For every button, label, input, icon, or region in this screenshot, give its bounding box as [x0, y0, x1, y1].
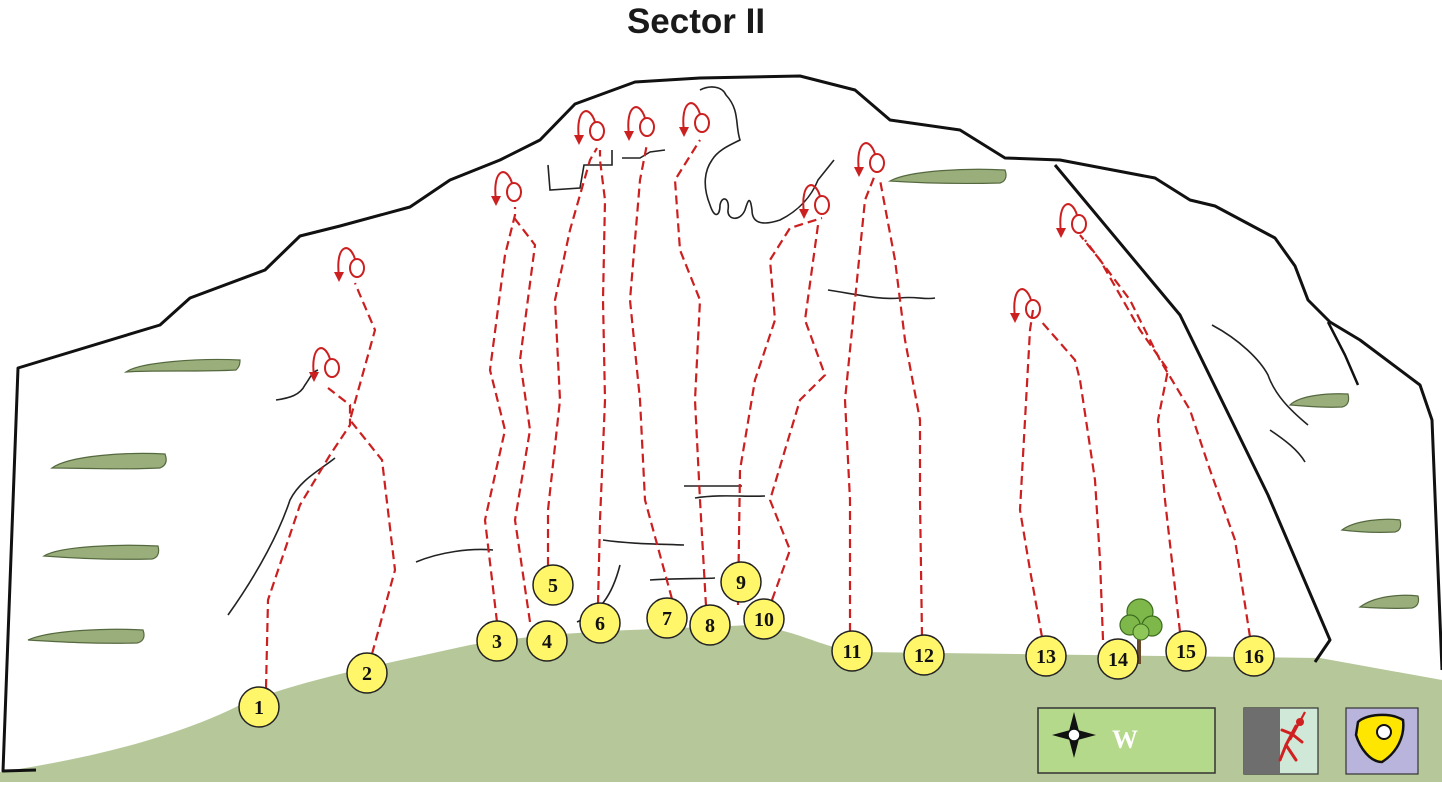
rock-cracks	[227, 86, 1309, 623]
climber-rappel-icon	[1243, 707, 1319, 775]
route-badge-16: 16	[1233, 635, 1275, 677]
lower-off-anchor-icon	[574, 110, 605, 145]
route-badge-1: 1	[238, 686, 280, 728]
route-number: 16	[1244, 646, 1264, 668]
route-line-16	[1084, 239, 1252, 638]
route-line-8	[673, 139, 708, 607]
route-badge-circle	[526, 620, 568, 662]
lower-off-anchor-icon	[1010, 288, 1041, 323]
route-line-5	[546, 147, 598, 566]
route-badge-14: 14	[1097, 638, 1139, 680]
route-line-6	[596, 150, 607, 605]
route-number: 11	[843, 641, 862, 663]
route-badge-7: 7	[646, 597, 688, 639]
route-badge-13: 13	[1025, 635, 1067, 677]
route-badge-circle	[238, 686, 280, 728]
lower-off-anchor-icon	[491, 171, 522, 206]
route-line-11	[843, 174, 877, 632]
route-number: 8	[705, 615, 715, 637]
lower-off-anchor-icon	[1056, 203, 1087, 238]
route-badge-circle	[646, 597, 688, 639]
route-badge-10: 10	[743, 598, 785, 640]
orientation-legend: W	[1037, 707, 1216, 774]
route-number: 10	[754, 609, 774, 631]
route-badge-11: 11	[831, 630, 873, 672]
route-badge-4: 4	[526, 620, 568, 662]
route-line-7	[628, 143, 674, 600]
lower-off-anchor-icon	[854, 142, 885, 177]
route-badge-8: 8	[689, 604, 731, 646]
lower-off-anchor-icon	[679, 102, 710, 137]
route-number: 3	[492, 631, 502, 653]
rock-edge-right	[1326, 321, 1360, 386]
route-line-14	[1039, 319, 1105, 641]
route-badge-circle	[720, 561, 762, 603]
tree-icon	[1119, 598, 1163, 664]
route-line-3	[483, 207, 517, 623]
route-badge-circle	[743, 598, 785, 640]
route-badge-circle	[476, 620, 518, 662]
compass-rose-icon	[1052, 712, 1096, 758]
route-line-1	[264, 387, 352, 689]
route-number: 15	[1176, 641, 1196, 663]
route-badge-circle	[1025, 635, 1067, 677]
route-line-10	[768, 224, 827, 601]
lower-off-anchor-icon	[309, 347, 340, 382]
route-badge-6: 6	[579, 602, 621, 644]
routes-layer	[264, 102, 1252, 689]
route-badge-circle	[1165, 630, 1207, 672]
lower-off-anchor-icon	[624, 106, 655, 141]
grass-ledges	[27, 168, 1420, 644]
route-badge-5: 5	[532, 564, 574, 606]
route-line-13	[1018, 309, 1044, 638]
route-number: 5	[548, 575, 558, 597]
route-number: 1	[254, 697, 264, 719]
route-badge-3: 3	[476, 620, 518, 662]
route-line-4	[511, 214, 537, 623]
route-badge-circle	[689, 604, 731, 646]
route-number: 13	[1036, 646, 1056, 668]
orientation-label: W	[1112, 725, 1138, 754]
route-line-12	[878, 179, 924, 637]
route-badge-circle	[903, 634, 945, 676]
lower-off-anchor-icon	[334, 247, 365, 282]
route-number: 9	[736, 572, 746, 594]
route-number: 6	[595, 613, 605, 635]
route-badge-15: 15	[1165, 630, 1207, 672]
lower-off-anchor-icon	[799, 184, 830, 219]
route-number: 2	[362, 663, 372, 685]
route-badge-circle	[1097, 638, 1139, 680]
route-badge-circle	[579, 602, 621, 644]
route-badge-2: 2	[346, 652, 388, 694]
route-badge-circle	[1233, 635, 1275, 677]
route-line-2	[348, 282, 397, 655]
route-line-9	[736, 216, 823, 606]
route-number: 14	[1108, 649, 1128, 671]
rock-base-right	[1053, 164, 1332, 663]
route-badge-circle	[532, 564, 574, 606]
route-badge-circle	[831, 630, 873, 672]
route-badge-9: 9	[720, 561, 762, 603]
climbing-hold-icon	[1345, 707, 1419, 775]
route-line-15	[1079, 234, 1182, 633]
route-number: 4	[542, 631, 552, 653]
sector-title: Sector II	[626, 2, 766, 41]
route-badge-circle	[346, 652, 388, 694]
route-number: 7	[662, 608, 672, 630]
grass-ground	[0, 625, 1442, 782]
rock-outline	[1, 74, 1442, 773]
route-number: 12	[914, 645, 934, 667]
route-badge-12: 12	[903, 634, 945, 676]
